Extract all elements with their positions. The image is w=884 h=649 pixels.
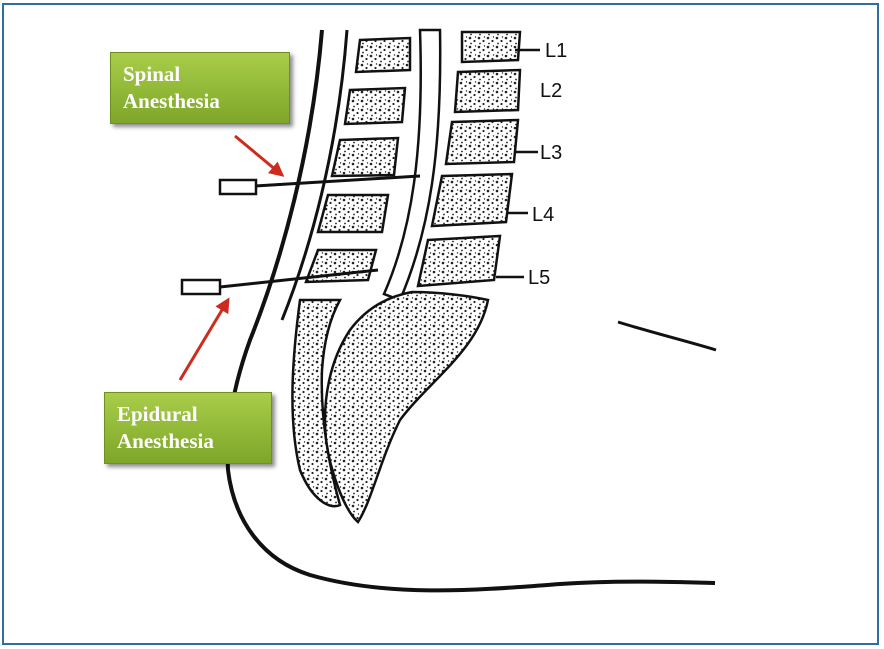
sacrum	[325, 292, 488, 522]
epidural-arrow	[180, 300, 228, 380]
label-l1: L1	[545, 40, 567, 62]
spinal-needle	[220, 176, 420, 194]
label-l2: L2	[540, 80, 562, 102]
label-l5: L5	[528, 267, 550, 289]
spinal-anesthesia-label: Spinal Anesthesia	[110, 52, 290, 124]
epidural-needle	[182, 270, 378, 294]
label-l3: L3	[540, 142, 562, 164]
epidural-label-line2: Anesthesia	[117, 428, 259, 455]
epidural-label-line1: Epidural	[117, 401, 259, 428]
spinous-processes	[306, 38, 410, 282]
abdomen-line	[618, 322, 716, 350]
spinal-arrow	[235, 136, 282, 175]
epidural-anesthesia-label: Epidural Anesthesia	[104, 392, 272, 464]
label-l4: L4	[532, 204, 554, 226]
spinal-label-line1: Spinal	[123, 61, 277, 88]
spinal-label-line2: Anesthesia	[123, 88, 277, 115]
